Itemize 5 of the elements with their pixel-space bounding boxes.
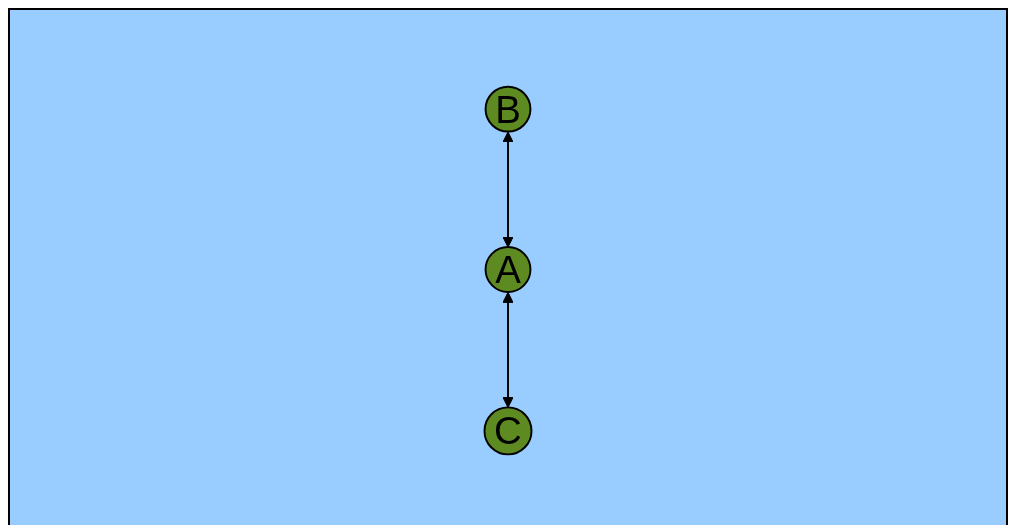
node-circle: A xyxy=(484,246,532,293)
node-circle: C xyxy=(483,406,533,456)
node-circle: B xyxy=(484,85,532,133)
arrow xyxy=(502,131,514,248)
arrow xyxy=(502,291,514,408)
